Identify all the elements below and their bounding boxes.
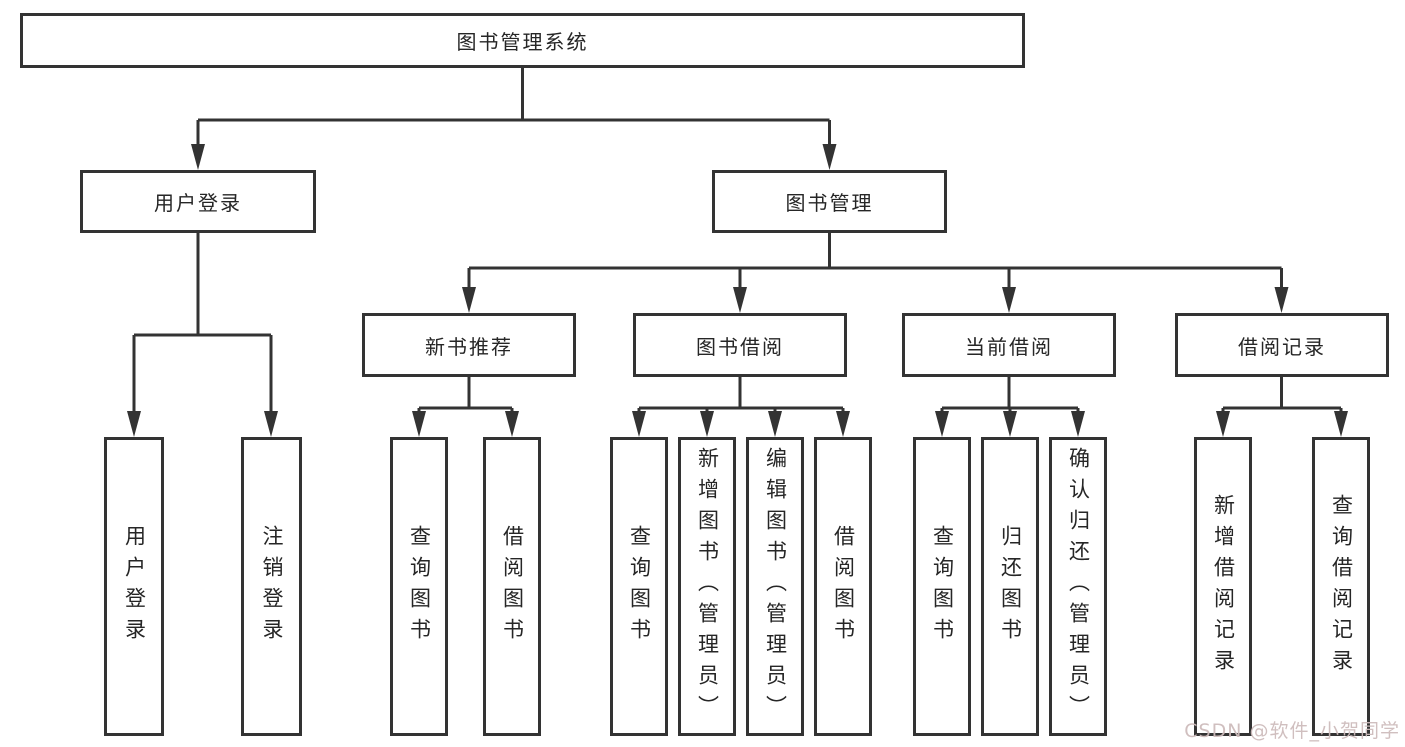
connector-management-branch [467,233,1283,289]
connector-current-branch [940,377,1080,414]
node-borrowing-records-label: 借阅记录 [1238,334,1326,359]
arrowhead [1002,287,1016,313]
connector-records-branch [1221,377,1343,414]
leaf-borrow-books: 借阅图书 [814,437,872,736]
leaf-borrow-books-label: 借阅图书 [831,524,856,649]
leaf-user-login: 用户登录 [104,437,164,736]
leaf-return-books: 归还图书 [981,437,1039,736]
leaf-query-books-recommend: 查询图书 [390,437,448,736]
arrowhead [264,411,278,437]
csdn-watermark: CSDN @软件_小贺同学 [1184,720,1400,742]
connector-login-branch [132,233,273,413]
node-root-label: 图书管理系统 [456,30,589,54]
arrowhead [127,411,141,437]
arrowhead [191,144,205,170]
arrowhead [935,411,949,437]
node-book-management: 图书管理 [712,170,947,233]
connector-borrowing-branch [637,377,845,414]
leaf-borrow-books-recommend-label: 借阅图书 [500,524,525,649]
arrowhead [1003,411,1017,437]
node-new-book-recommendation: 新书推荐 [362,313,576,377]
leaf-add-borrow-record-label: 新增借阅记录 [1211,493,1236,680]
leaf-logout: 注销登录 [241,437,302,736]
leaf-logout-label: 注销登录 [260,524,284,649]
leaf-add-books-admin-label: 新增图书（管理员） [695,447,720,726]
arrowhead [733,287,747,313]
node-borrowing-records: 借阅记录 [1175,313,1389,377]
node-current-borrowing: 当前借阅 [902,313,1116,377]
leaf-edit-books-admin: 编辑图书（管理员） [746,437,804,736]
leaf-return-books-label: 归还图书 [998,524,1023,649]
arrowhead [412,411,426,437]
leaf-query-books-current-label: 查询图书 [930,524,955,649]
node-current-borrowing-label: 当前借阅 [965,334,1053,359]
connector-recommend-branch [417,377,514,414]
node-root: 图书管理系统 [20,13,1025,68]
leaf-user-login-label: 用户登录 [122,524,147,649]
leaf-query-books-recommend-label: 查询图书 [407,524,432,649]
node-book-borrowing-label: 图书借阅 [696,334,784,359]
arrowhead [768,411,782,437]
leaf-edit-books-admin-label: 编辑图书（管理员） [763,447,788,726]
arrowhead [632,411,646,437]
arrowhead [700,411,714,437]
node-book-borrowing: 图书借阅 [633,313,847,377]
leaf-query-books-current: 查询图书 [913,437,971,736]
arrowhead [1216,411,1230,437]
connector-root-branch [196,68,831,146]
leaf-add-borrow-record: 新增借阅记录 [1194,437,1252,736]
leaf-borrow-books-recommend: 借阅图书 [483,437,541,736]
leaf-add-books-admin: 新增图书（管理员） [678,437,736,736]
arrowhead [1334,411,1348,437]
arrowhead [505,411,519,437]
arrowhead [462,287,476,313]
leaf-confirm-return-admin-label: 确认归还（管理员） [1066,447,1091,726]
arrowhead [1274,287,1289,313]
leaf-confirm-return-admin: 确认归还（管理员） [1049,437,1107,736]
leaf-query-borrow-record-label: 查询借阅记录 [1329,493,1354,680]
node-user-login-label: 用户登录 [154,191,242,215]
leaf-query-borrow-record: 查询借阅记录 [1312,437,1370,736]
leaf-query-books-borrowing-label: 查询图书 [627,524,652,649]
leaf-query-books-borrowing: 查询图书 [610,437,668,736]
node-book-management-label: 图书管理 [785,191,874,215]
arrowhead [822,144,837,170]
arrowhead [1071,411,1085,437]
node-new-book-recommendation-label: 新书推荐 [425,334,513,359]
arrowhead [836,411,850,437]
node-user-login: 用户登录 [80,170,316,233]
